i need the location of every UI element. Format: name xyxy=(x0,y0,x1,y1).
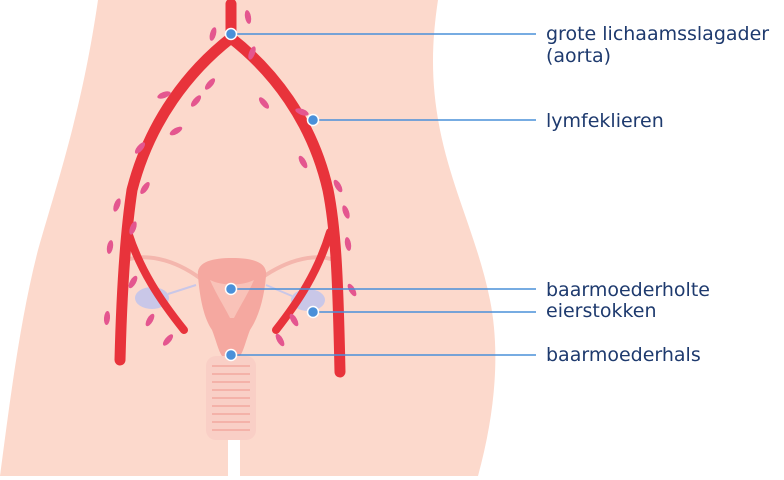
dot-cavity xyxy=(226,284,237,295)
label-lymph-nodes: lymfeklieren xyxy=(546,110,664,132)
dot-aorta xyxy=(226,29,237,40)
cervix-canal xyxy=(206,356,256,440)
label-aorta: grote lichaamsslagader (aorta) xyxy=(546,23,769,67)
dot-ovaries xyxy=(308,307,319,318)
dot-lymph xyxy=(308,115,319,126)
label-cervix: baarmoederhals xyxy=(546,344,701,366)
dot-cervix xyxy=(226,350,237,361)
label-ovaries: eierstokken xyxy=(546,300,657,322)
label-aorta-line1: grote lichaamsslagader xyxy=(546,23,769,45)
label-uterine-cavity: baarmoederholte xyxy=(546,279,710,301)
label-aorta-line2: (aorta) xyxy=(546,45,769,67)
